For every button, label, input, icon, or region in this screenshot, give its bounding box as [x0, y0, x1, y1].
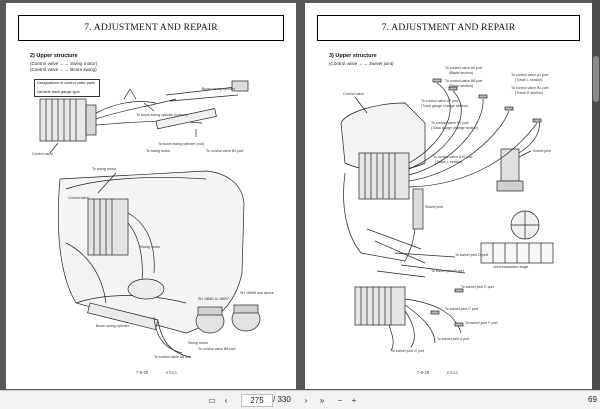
label-swivel-d: To swivel joint D port: [455, 253, 488, 257]
label-to-cv-b8: To control valve B8 port: [198, 347, 236, 351]
vertical-scrollbar[interactable]: [592, 0, 600, 390]
label-b1-section: (Travel R section): [515, 91, 544, 95]
label-swing-motor-2: Swing motor: [188, 341, 208, 345]
page-right: 7. ADJUSTMENT AND REPAIR 3) Upper struct…: [305, 3, 592, 389]
doc-code-left: KTD13: [166, 371, 177, 375]
note-box-left: Designations of control valve parts / Va…: [34, 79, 100, 97]
label-joint-installation: Joint installation angle: [493, 265, 529, 269]
section-title-right: 3) Upper structure: [329, 53, 377, 59]
subtitle-right: (Control valve ←→ Swivel joint): [329, 61, 394, 66]
label-sh-1: SH 18681 to 18697: [198, 297, 229, 301]
current-page-input[interactable]: 275: [241, 394, 273, 407]
label-b1: To control valve B1 port: [511, 86, 549, 90]
label-to-cv-b2: To control valve B2 port: [206, 149, 244, 153]
label-swivel-joint-2: Swivel joint: [425, 205, 443, 209]
subtitle-2-left: (Control valve ←→ Boom swing): [30, 67, 97, 72]
note-line-1: Designations of control valve parts /: [37, 81, 96, 90]
doc-code-right: KTD13: [447, 371, 458, 375]
page-header-left: 7. ADJUSTMENT AND REPAIR: [18, 15, 284, 41]
label-control-valve-2: Control valve: [68, 196, 89, 200]
label-a1-section: (Travel L section): [515, 78, 543, 82]
label-b6: To control valve B6 port: [445, 79, 483, 83]
label-boom-swing-cylinder: Boom swing cylinder: [96, 324, 129, 328]
last-page-icon[interactable]: »: [319, 395, 325, 405]
label-boom-swing-bottom: To boom swing cylinder (bottom): [136, 113, 188, 117]
zoom-out-icon[interactable]: −: [337, 395, 343, 405]
label-a6: To control valve A6 port: [445, 66, 483, 70]
label-a10-section: (Travel L section): [435, 160, 463, 164]
previous-page-icon[interactable]: ‹: [224, 395, 228, 405]
header-title-right: 7. ADJUSTMENT AND REPAIR: [381, 23, 516, 33]
scrollbar-thumb[interactable]: [593, 56, 599, 102]
label-swing-motor: Swing motor: [140, 245, 160, 249]
label-control-valve-right: Control valve: [343, 92, 364, 96]
hydraulic-diagram-right: [340, 78, 554, 352]
page-number-right: 7-8-26: [417, 370, 430, 375]
label-swivel-e: To swivel joint E port: [461, 285, 494, 289]
label-b6-section: (Blade section): [449, 84, 473, 88]
label-swivel-b: To swivel joint B port: [431, 269, 464, 273]
document-viewer: 7. ADJUSTMENT AND REPAIR 2) Upper struct…: [6, 0, 600, 390]
label-a7-section: (Track gauge change section): [421, 104, 469, 108]
label-swing-motor-top: To swing motor: [146, 149, 171, 153]
fit-page-icon[interactable]: ▭: [208, 395, 216, 405]
label-swivel-g: To swivel joint G port: [391, 349, 425, 353]
label-a7: To control valve A7 port: [421, 99, 459, 103]
label-control-valve-left: Control valve: [32, 152, 53, 156]
label-to-cv-a8: To control valve A8 port: [154, 355, 192, 359]
next-page-icon[interactable]: ›: [304, 395, 308, 405]
header-title-left: 7. ADJUSTMENT AND REPAIR: [84, 23, 218, 33]
label-a10: To control valve A10 port: [433, 155, 473, 159]
label-to-swing-motor: To swing motor: [92, 167, 117, 171]
label-b7-section: (Track gauge change section): [431, 126, 479, 130]
zoom-in-icon[interactable]: +: [351, 395, 357, 405]
section-title-left: 2) Upper structure: [30, 53, 78, 59]
label-a1: To control valve A1 port: [511, 73, 549, 77]
label-swivel-f: To swivel joint F port: [465, 321, 498, 325]
page-header-right: 7. ADJUSTMENT AND REPAIR: [317, 15, 580, 41]
label-boom-swing-cyl: Boom swing cylinder: [202, 87, 235, 91]
page-left: 7. ADJUSTMENT AND REPAIR 2) Upper struct…: [6, 3, 296, 389]
hydraulic-diagram-left: [39, 80, 261, 358]
label-a6-section: (Blade section): [449, 71, 473, 75]
page-navigation-bar: ▭ ‹ 275 / 330 › » − + 69: [0, 390, 600, 409]
zoom-level: 69: [588, 395, 597, 404]
note-line-2: Variable track gauge type.: [37, 90, 81, 95]
total-pages-label: / 330: [273, 395, 291, 404]
label-swivel-c: To swivel joint C port: [445, 307, 478, 311]
label-sh-2: SH 18698 and above: [240, 291, 274, 295]
label-boom-swing-rod: To boom swing cylinder (rod): [158, 142, 204, 146]
page-number-left: 7-8-25: [136, 370, 149, 375]
label-swivel-joint: Swivel joint: [533, 149, 551, 153]
subtitle-1-left: (Control valve ←→ Swing motor): [30, 61, 98, 66]
label-swivel-a: To swivel joint A port: [437, 337, 470, 341]
label-b7: To control valve B7 port: [431, 121, 469, 125]
